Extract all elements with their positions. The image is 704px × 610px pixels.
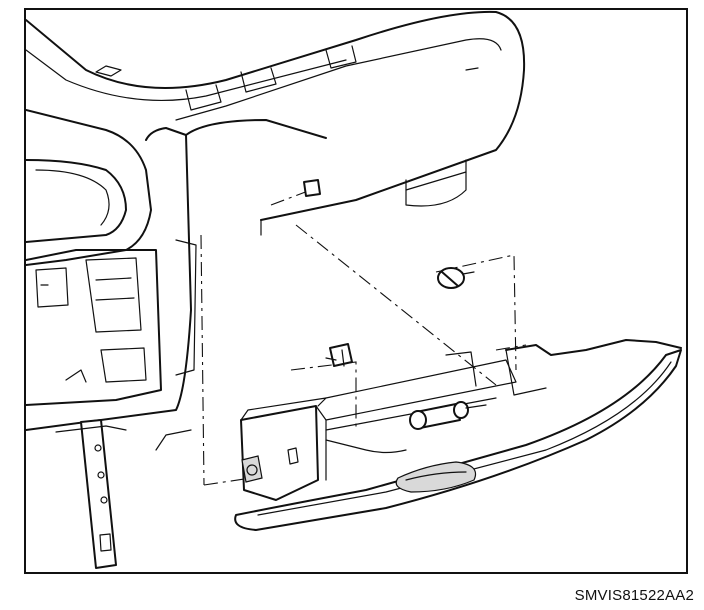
- damper-strut: [409, 401, 487, 430]
- pivot-pin: [303, 179, 321, 197]
- center-console-vents: [26, 109, 192, 431]
- glove-box-door: [234, 339, 682, 531]
- diagram-frame: [24, 8, 688, 574]
- figure-code: SMVIS81522AA2: [574, 587, 694, 604]
- bumper-fastener-middle: [325, 343, 353, 367]
- bumper-fastener-upper: [437, 267, 475, 289]
- glove-box-opening: [155, 119, 327, 451]
- support-strap: [55, 419, 127, 569]
- glove-box-exploded-view: [26, 10, 682, 569]
- instrument-panel-upper: [26, 10, 526, 221]
